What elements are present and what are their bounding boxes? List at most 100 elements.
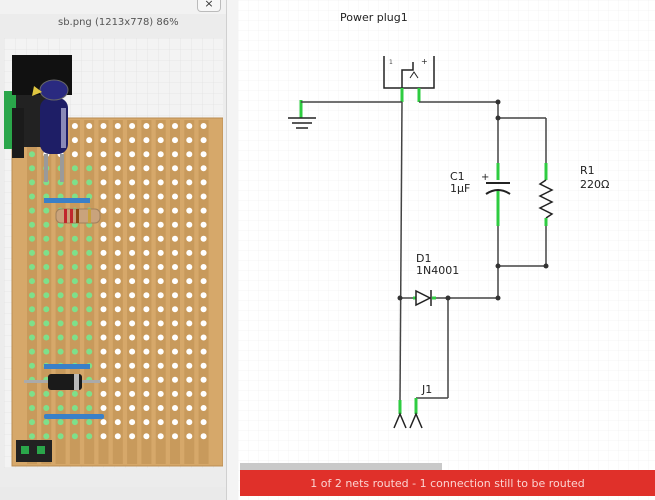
- strip-hole: [29, 165, 35, 172]
- strip-hole: [100, 193, 107, 200]
- strip-hole: [29, 334, 35, 341]
- strip-hole: [129, 264, 136, 270]
- strip-hole: [71, 419, 78, 426]
- copper-strip: [155, 120, 166, 464]
- strip-hole: [114, 137, 121, 144]
- strip-hole: [129, 405, 136, 411]
- strip-hole: [43, 306, 50, 313]
- strip-hole: [143, 292, 150, 299]
- strip-hole: [29, 320, 35, 327]
- strip-hole: [143, 390, 150, 397]
- strip-hole: [129, 221, 136, 228]
- strip-hole: [100, 137, 107, 144]
- strip-hole: [71, 292, 78, 299]
- capacitor-c1-symbol[interactable]: +: [481, 163, 511, 226]
- strip-hole: [172, 151, 178, 158]
- strip-hole: [200, 165, 207, 172]
- routing-status-bar[interactable]: 1 of 2 nets routed - 1 connection still …: [240, 470, 655, 496]
- strip-hole: [172, 235, 178, 242]
- strip-hole: [43, 390, 50, 397]
- strip-hole: [172, 405, 178, 411]
- strip-hole: [143, 433, 150, 440]
- svg-text:+: +: [481, 172, 489, 183]
- strip-hole: [57, 264, 64, 270]
- close-viewer-button[interactable]: ×: [197, 0, 221, 12]
- diode-d1-symbol[interactable]: [413, 289, 436, 307]
- ground-symbol[interactable]: [288, 100, 316, 129]
- strip-hole: [100, 165, 107, 172]
- strip-hole: [57, 320, 64, 327]
- strip-hole: [114, 179, 121, 186]
- strip-hole: [100, 433, 107, 440]
- resistor-r1-symbol[interactable]: [538, 163, 554, 226]
- strip-hole: [114, 405, 121, 411]
- strip-hole: [200, 207, 207, 214]
- strip-hole: [172, 390, 178, 397]
- connector-j1-symbol[interactable]: [393, 398, 423, 429]
- viewer-title: sb.png (1213x778) 86%: [58, 17, 179, 28]
- strip-hole: [157, 292, 164, 299]
- strip-hole: [157, 433, 164, 440]
- strip-hole: [143, 207, 150, 214]
- strip-hole: [143, 235, 150, 242]
- strip-hole: [114, 419, 121, 426]
- strip-hole: [143, 137, 150, 144]
- strip-hole: [186, 264, 193, 270]
- strip-hole: [57, 235, 64, 242]
- strip-hole: [129, 292, 136, 299]
- strip-hole: [172, 165, 178, 172]
- strip-hole: [114, 320, 121, 327]
- strip-hole: [172, 419, 178, 426]
- strip-hole: [86, 151, 93, 158]
- strip-hole: [114, 292, 121, 299]
- strip-hole: [100, 278, 107, 285]
- strip-hole: [186, 292, 193, 299]
- copper-strip: [141, 120, 152, 464]
- schematic-wires: [301, 101, 547, 401]
- strip-hole: [71, 433, 78, 440]
- strip-hole: [186, 419, 193, 426]
- strip-hole: [186, 376, 193, 383]
- strip-hole: [114, 390, 121, 397]
- resistor-r1-value: 220Ω: [580, 178, 609, 191]
- strip-hole: [43, 334, 50, 341]
- strip-hole: [172, 193, 178, 200]
- strip-hole: [172, 123, 178, 129]
- strip-hole: [157, 123, 164, 129]
- strip-hole: [157, 405, 164, 411]
- strip-hole: [129, 207, 136, 214]
- strip-hole: [43, 292, 50, 299]
- strip-hole: [186, 151, 193, 158]
- strip-hole: [157, 306, 164, 313]
- strip-hole: [114, 207, 121, 214]
- strip-hole: [172, 179, 178, 186]
- strip-hole: [157, 235, 164, 242]
- strip-hole: [143, 419, 150, 426]
- strip-hole: [100, 320, 107, 327]
- horizontal-scrollbar[interactable]: [240, 463, 442, 470]
- schematic-canvas[interactable]: Power plug1 + 1: [238, 0, 655, 500]
- strip-hole: [43, 264, 50, 270]
- strip-hole: [157, 419, 164, 426]
- strip-hole: [157, 362, 164, 369]
- strip-hole: [200, 362, 207, 369]
- power-plug-symbol[interactable]: + 1: [383, 56, 435, 89]
- diode-d1-value: 1N4001: [416, 264, 459, 277]
- copper-strip: [98, 120, 109, 464]
- strip-hole: [29, 433, 35, 440]
- strip-hole: [29, 348, 35, 355]
- strip-hole: [172, 221, 178, 228]
- strip-hole: [143, 278, 150, 285]
- strip-hole: [143, 376, 150, 383]
- strip-hole: [29, 306, 35, 313]
- diode-component: [24, 364, 100, 390]
- strip-hole: [129, 390, 136, 397]
- strip-hole: [157, 348, 164, 355]
- strip-hole: [86, 264, 93, 270]
- strip-hole: [157, 264, 164, 270]
- strip-hole: [157, 376, 164, 383]
- strip-hole: [57, 278, 64, 285]
- strip-hole: [157, 151, 164, 158]
- strip-hole: [71, 320, 78, 327]
- strip-hole: [143, 221, 150, 228]
